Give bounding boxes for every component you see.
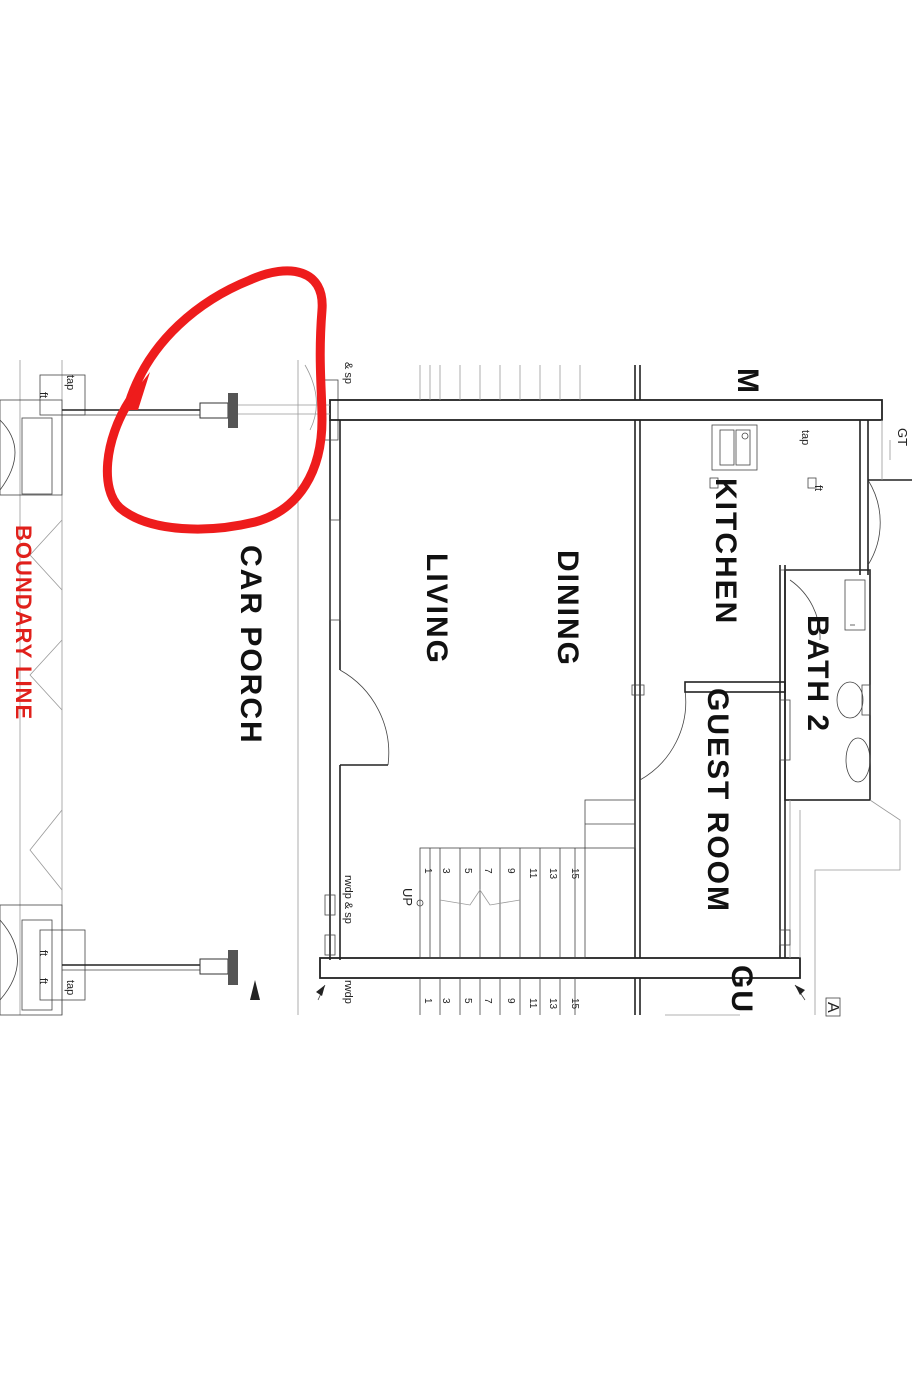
- stair-number-upper-4: 9: [505, 998, 516, 1004]
- sp-label-top: & sp: [342, 362, 354, 384]
- room-label-guest-room: GUEST ROOM: [701, 688, 734, 913]
- staircase-upper: [419, 978, 740, 1016]
- boundary-line-label: BOUNDARY LINE: [11, 525, 36, 720]
- stair-number-upper-6: 13: [547, 998, 558, 1010]
- ft-label-bottom-2: ft: [37, 978, 49, 984]
- stair-number-lower-7: 15: [569, 868, 580, 880]
- kitchen-tap-label: tap: [799, 430, 811, 445]
- room-label-cut-a: A: [824, 1002, 841, 1013]
- tap-label-bottom: tap: [64, 980, 76, 995]
- room-label-car-porch: CAR PORCH: [234, 545, 267, 745]
- kitchen-ft-label: ft: [812, 485, 824, 491]
- ft-label-bottom: ft: [37, 950, 49, 956]
- stair-number-lower-2: 5: [462, 868, 473, 874]
- stair-number-upper-3: 7: [482, 998, 493, 1004]
- gt-label: GT: [895, 428, 910, 446]
- top-hatch: [419, 365, 641, 400]
- room-label-cut-m: M: [731, 368, 764, 395]
- plan-linework: [0, 360, 912, 1017]
- room-label-living: LIVING: [420, 553, 453, 665]
- room-label-bath2: BATH 2: [801, 615, 834, 733]
- room-label-dining: DINING: [551, 550, 584, 667]
- rwdp-sp-label: rwdp & sp: [342, 875, 354, 924]
- annotation-arrowhead: [120, 372, 150, 410]
- stair-number-upper-0: 1: [422, 998, 433, 1004]
- stair-number-lower-6: 13: [547, 868, 558, 880]
- ft-label-top: ft: [37, 392, 49, 398]
- tap-label-top: tap: [64, 375, 76, 390]
- room-label-cut-gu: GU: [725, 965, 758, 1014]
- stairs-up-label: UP: [400, 888, 415, 906]
- stair-number-upper-7: 15: [569, 998, 580, 1010]
- stair-number-lower-1: 3: [440, 868, 451, 874]
- stair-number-lower-0: 1: [422, 868, 433, 874]
- rwdp-label: rwdp: [342, 980, 354, 1004]
- stair-number-lower-5: 11: [527, 868, 538, 879]
- stair-number-upper-1: 3: [440, 998, 451, 1004]
- red-annotation-circle: [102, 266, 327, 534]
- staircase-lower: [416, 799, 636, 959]
- stair-number-upper-2: 5: [462, 998, 473, 1004]
- room-label-kitchen: KITCHEN: [709, 478, 742, 625]
- stair-number-upper-5: 11: [527, 998, 538, 1009]
- stair-number-lower-4: 9: [505, 868, 516, 874]
- stair-number-lower-3: 7: [482, 868, 493, 874]
